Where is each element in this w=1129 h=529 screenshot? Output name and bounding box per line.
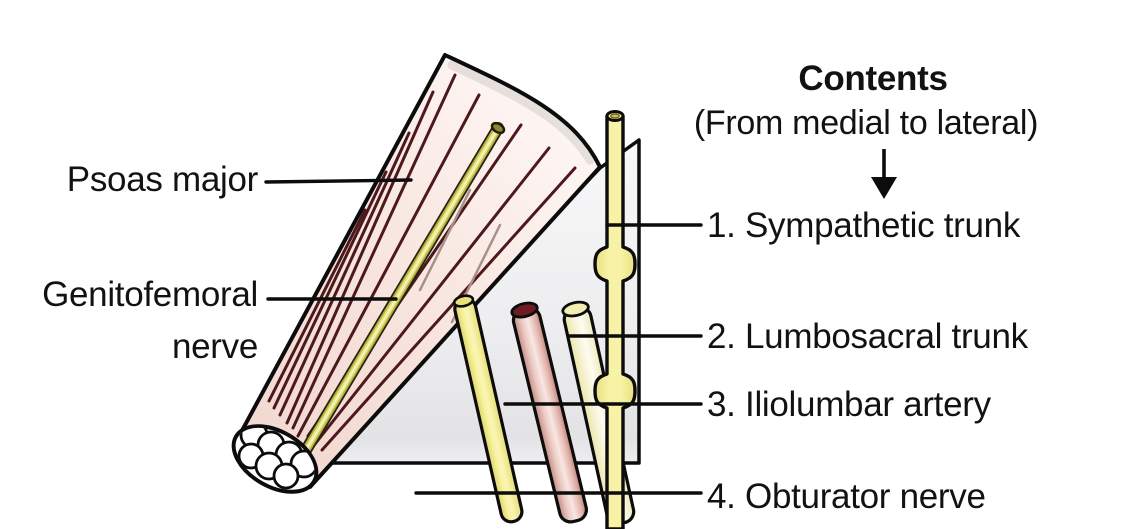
contents-item-obturator-nerve: 4. Obturator nerve (707, 477, 986, 516)
muscle-fascicles (237, 420, 319, 490)
psoas-major-label: Psoas major (66, 160, 259, 199)
contents-item-iliolumbar-artery: 3. Iliolumbar artery (707, 385, 991, 424)
down-arrow-icon (871, 149, 897, 199)
genitofemoral-nerve-label: Genitofemoral nerve (20, 269, 258, 373)
contents-item-lumbosacral-trunk: 2. Lumbosacral trunk (707, 317, 1028, 356)
obturator-nerve (452, 294, 524, 524)
genitofemoral-nerve (300, 121, 506, 456)
sympathetic-trunk-with-ganglia (593, 114, 637, 529)
sympathetic-trunk-cut-face-inner (610, 113, 620, 119)
label-connector-lines (264, 178, 703, 495)
contents-subheading: (From medial to lateral) (693, 104, 1039, 142)
contents-item-sympathetic-trunk: 1. Sympathetic trunk (707, 206, 1021, 245)
sympathetic-trunk (593, 110, 637, 529)
contents-heading: Contents (798, 59, 948, 98)
genitofemoral-label-line1: Genitofemoral (42, 275, 258, 314)
psoas-label-line (264, 178, 413, 184)
psoas-muscle-outline (236, 53, 602, 489)
genitofemoral-nerve-cut-face (490, 121, 506, 135)
muscle-top-shading (447, 60, 595, 165)
lumbosacral-trunk-cut-face (561, 300, 590, 318)
iliolumbar-artery-cut-face (510, 301, 539, 319)
muscle-cut-end (231, 420, 319, 494)
genitofemoral-label-line2: nerve (171, 327, 258, 366)
obturator-nerve-cut-face (452, 294, 475, 308)
psoas-major-muscle (231, 53, 602, 494)
iliolumbar-artery (510, 301, 588, 524)
